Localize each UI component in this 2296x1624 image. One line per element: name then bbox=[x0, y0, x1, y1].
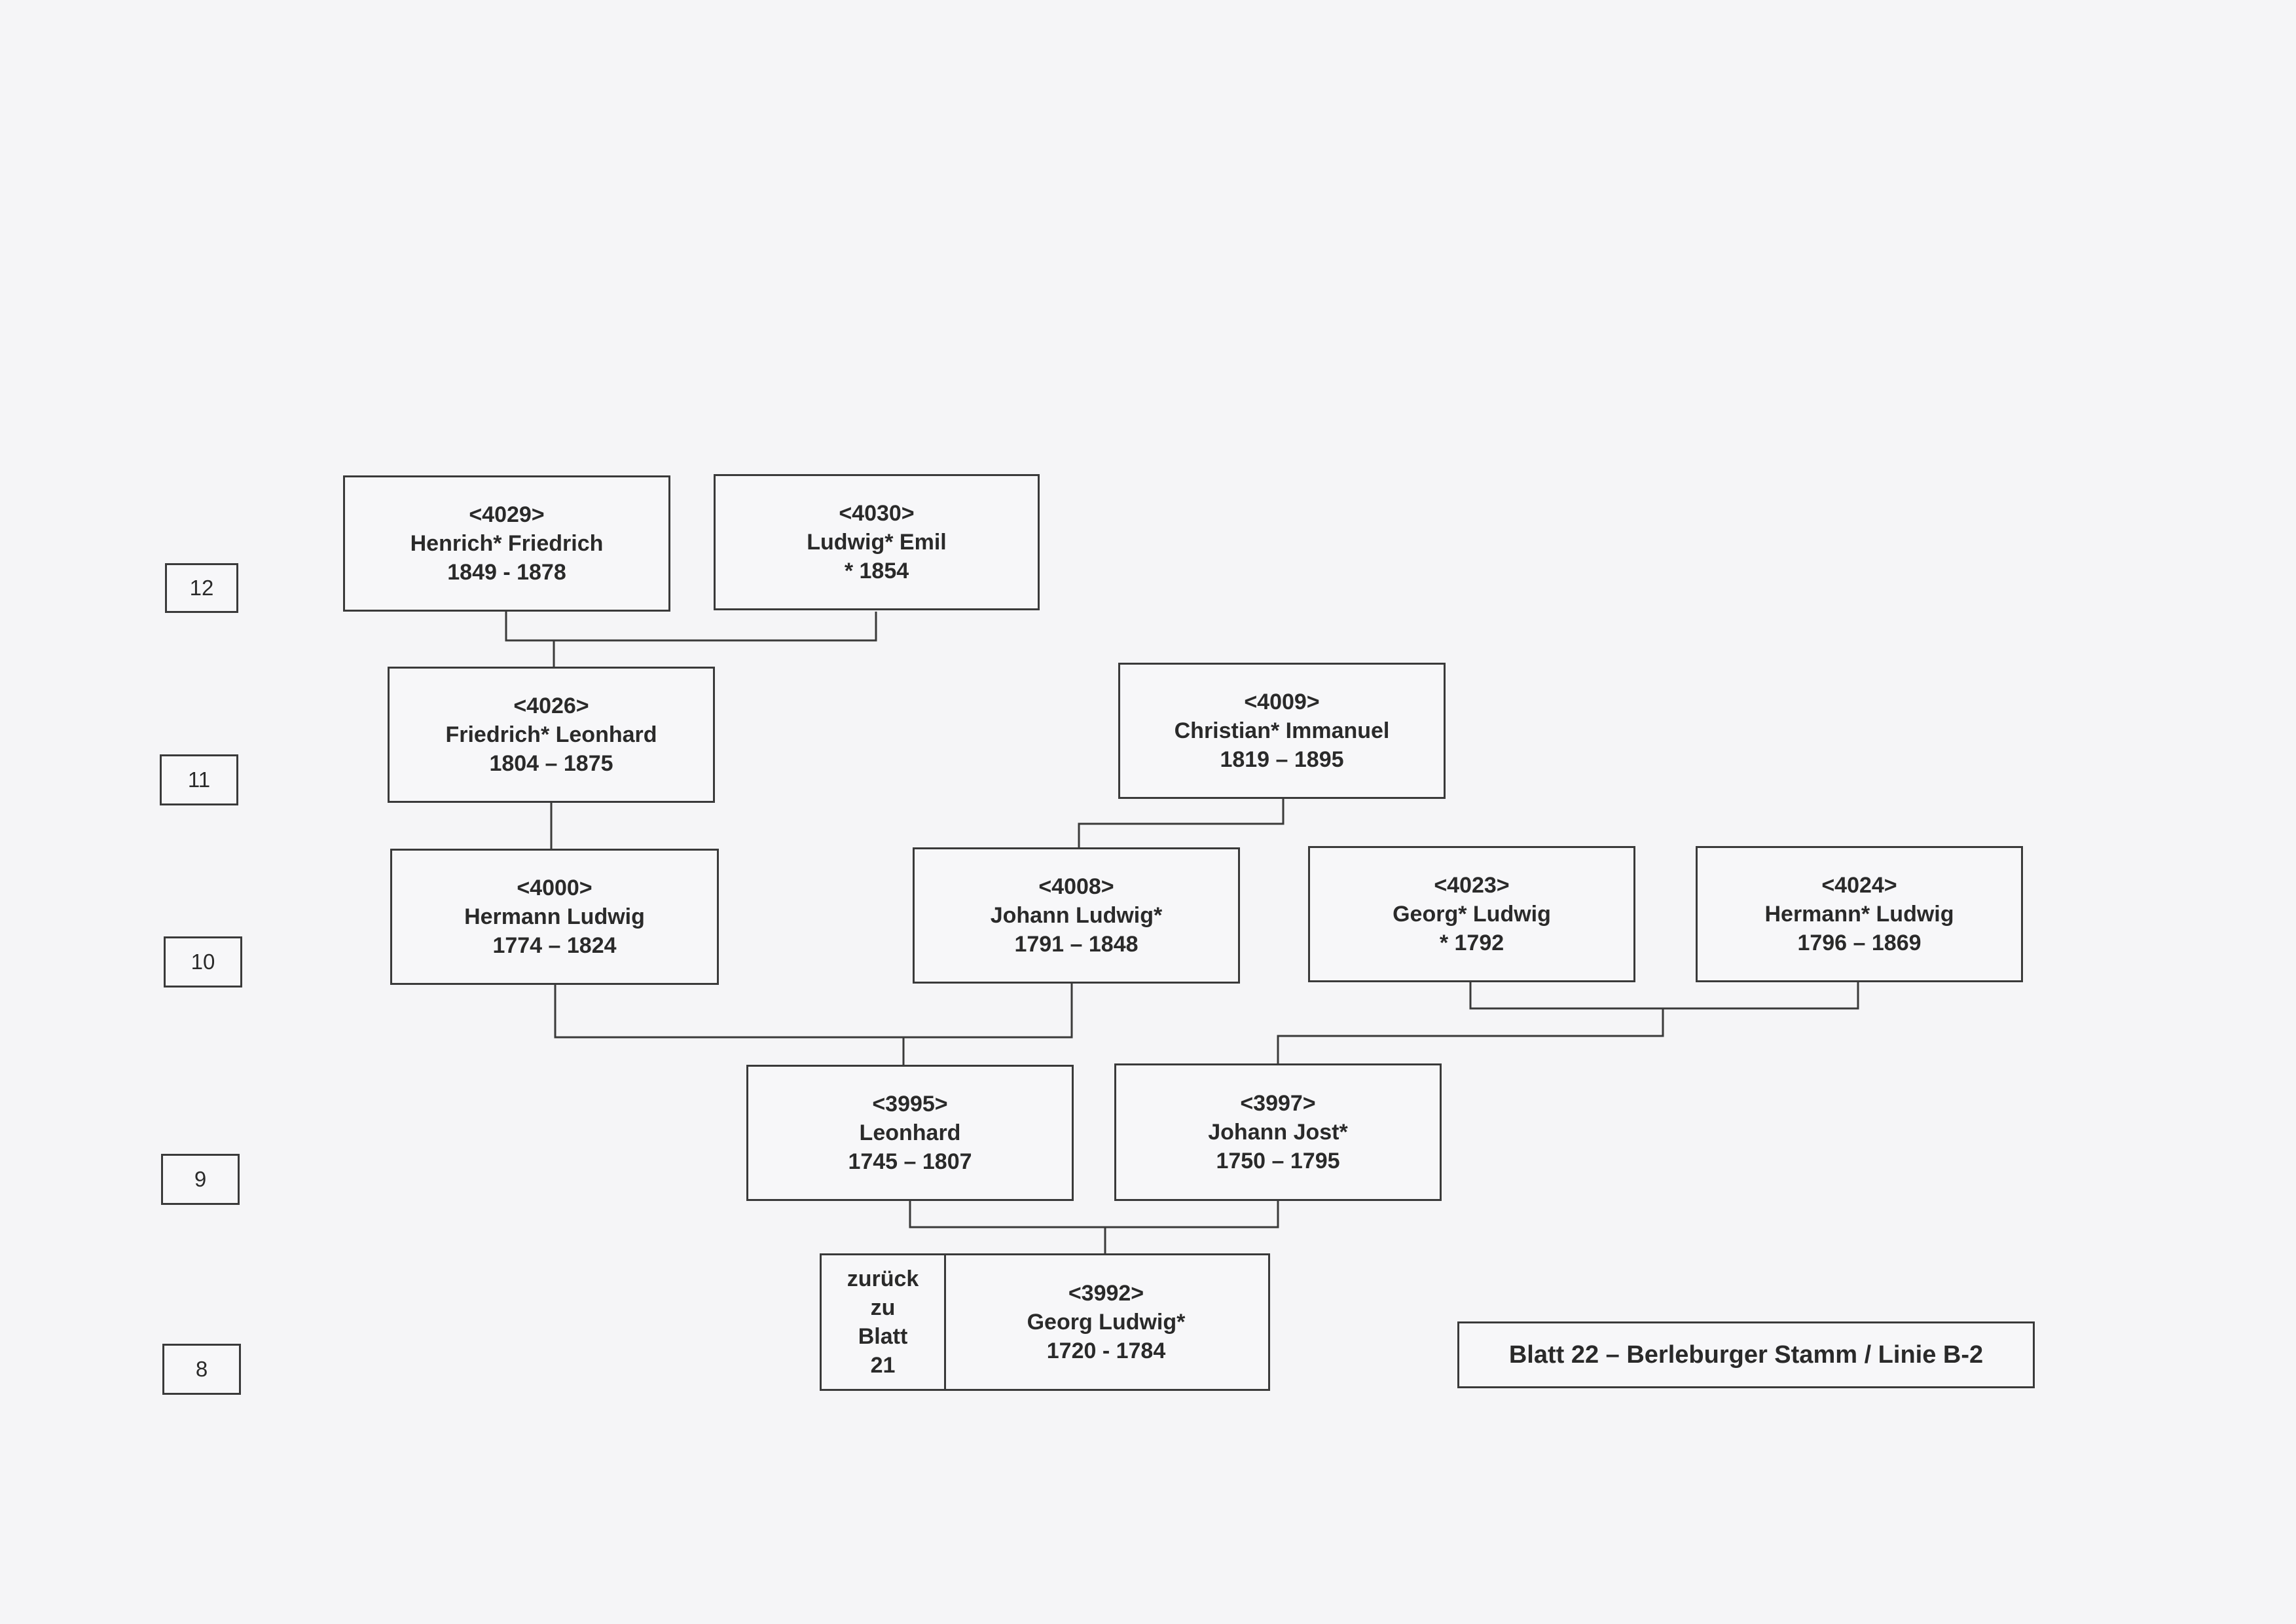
person-name: Friedrich* Leonhard bbox=[445, 722, 657, 747]
generation-label-10: 10 bbox=[164, 936, 242, 987]
person-id: <4029> bbox=[469, 502, 545, 527]
generation-label-9: 9 bbox=[161, 1154, 240, 1205]
person-name: Georg* Ludwig bbox=[1393, 902, 1551, 927]
person-id: <3997> bbox=[1240, 1091, 1316, 1116]
person-id: <4030> bbox=[839, 501, 915, 526]
person-name: Ludwig* Emil bbox=[807, 530, 947, 555]
person-name: Johann Jost* bbox=[1208, 1120, 1348, 1145]
person-id: <4008> bbox=[1038, 874, 1114, 899]
person-box-3997: <3997> Johann Jost* 1750 – 1795 bbox=[1114, 1063, 1442, 1201]
person-dates: 1791 – 1848 bbox=[1014, 932, 1139, 957]
person-name: Henrich* Friedrich bbox=[410, 531, 604, 556]
person-box-4029: <4029> Henrich* Friedrich 1849 - 1878 bbox=[343, 475, 670, 612]
person-id: <4009> bbox=[1244, 690, 1320, 714]
person-dates: 1804 – 1875 bbox=[489, 751, 613, 776]
person-box-4026: <4026> Friedrich* Leonhard 1804 – 1875 bbox=[388, 667, 715, 803]
person-box-4000: <4000> Hermann Ludwig 1774 – 1824 bbox=[390, 849, 719, 985]
person-box-3992: zurück zu Blatt 21 <3992> Georg Ludwig* … bbox=[820, 1253, 1270, 1391]
sheet-title: Blatt 22 – Berleburger Stamm / Linie B-2 bbox=[1457, 1321, 2035, 1388]
person-id: <4000> bbox=[517, 876, 592, 900]
generation-label-8: 8 bbox=[162, 1344, 241, 1395]
person-box-4023: <4023> Georg* Ludwig * 1792 bbox=[1308, 846, 1635, 982]
connector-4023-4024-to-3997 bbox=[1277, 1008, 1664, 1065]
person-dates: * 1792 bbox=[1439, 931, 1504, 955]
person-id: <3992> bbox=[1068, 1281, 1144, 1306]
person-id: <4026> bbox=[513, 693, 589, 718]
person-name: Johann Ludwig* bbox=[990, 903, 1163, 928]
person-dates: 1745 – 1807 bbox=[848, 1149, 972, 1174]
person-dates: 1819 – 1895 bbox=[1220, 747, 1344, 772]
back-link-line: zurück bbox=[847, 1266, 919, 1291]
connector-4009-to-4008 bbox=[1078, 798, 1285, 847]
back-link-line: Blatt bbox=[858, 1324, 908, 1349]
person-box-4024: <4024> Hermann* Ludwig 1796 – 1869 bbox=[1696, 846, 2023, 982]
person-id: <3995> bbox=[872, 1092, 948, 1116]
connector-4029-4030-to-4026 bbox=[505, 612, 877, 642]
generation-label-11: 11 bbox=[160, 754, 238, 805]
person-name: Hermann Ludwig bbox=[464, 904, 645, 929]
generation-label-12: 12 bbox=[165, 563, 238, 613]
sheet-title-text: Blatt 22 – Berleburger Stamm / Linie B-2 bbox=[1508, 1340, 1984, 1369]
back-link-to-sheet-21[interactable]: zurück zu Blatt 21 bbox=[822, 1255, 946, 1389]
person-dates: 1849 - 1878 bbox=[447, 560, 566, 585]
connector-4000-4008-to-3995 bbox=[554, 982, 1073, 1039]
person-dates: 1774 – 1824 bbox=[492, 933, 617, 958]
person-dates: 1796 – 1869 bbox=[1797, 931, 1922, 955]
person-name: Georg Ludwig* bbox=[1027, 1310, 1186, 1335]
person-box-4030: <4030> Ludwig* Emil * 1854 bbox=[714, 474, 1040, 610]
person-name: Hermann* Ludwig bbox=[1764, 902, 1954, 927]
person-name: Christian* Immanuel bbox=[1174, 718, 1390, 743]
connector-3995-3997-join bbox=[909, 1201, 1279, 1228]
person-id: <4023> bbox=[1434, 873, 1510, 898]
connector-4023-4024-join bbox=[1469, 982, 1859, 1010]
person-dates: * 1854 bbox=[844, 559, 909, 583]
person-dates: 1750 – 1795 bbox=[1216, 1149, 1340, 1173]
person-box-4008: <4008> Johann Ludwig* 1791 – 1848 bbox=[913, 847, 1240, 984]
person-box-4009: <4009> Christian* Immanuel 1819 – 1895 bbox=[1118, 663, 1446, 799]
back-link-line: zu bbox=[870, 1295, 896, 1320]
person-id: <4024> bbox=[1821, 873, 1897, 898]
person-box-3995: <3995> Leonhard 1745 – 1807 bbox=[746, 1065, 1074, 1201]
back-link-line: 21 bbox=[870, 1353, 896, 1378]
person-dates: 1720 - 1784 bbox=[1046, 1338, 1166, 1363]
person-name: Leonhard bbox=[859, 1120, 961, 1145]
